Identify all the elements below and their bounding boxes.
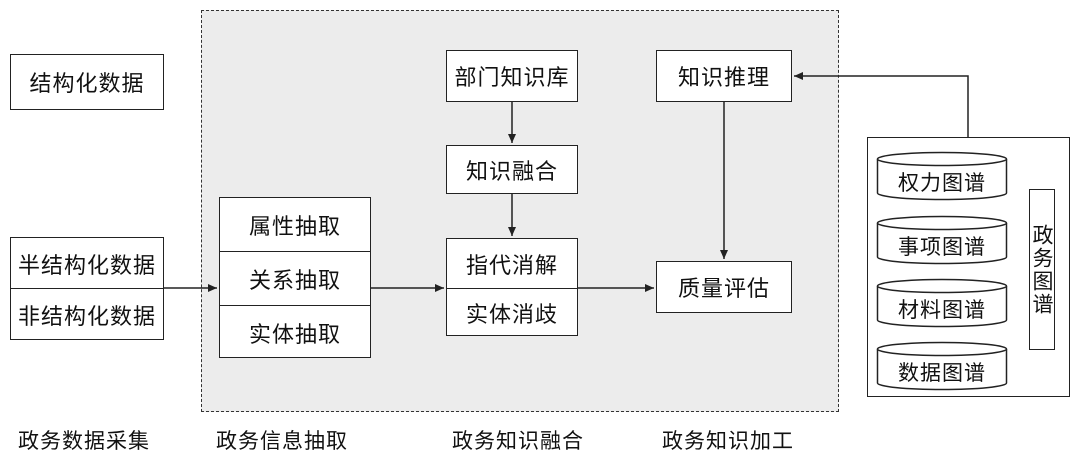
attribute-extraction-cell: 属性抽取 — [220, 198, 370, 251]
cylinder-icon — [876, 215, 1008, 265]
government-graph-label: 政务图谱 — [1030, 223, 1054, 316]
resolution-divider — [447, 288, 577, 289]
structured-data-label: 结构化数据 — [29, 72, 145, 97]
coreference-cell: 指代消解 — [447, 239, 577, 288]
department-kb-box: 部门知识库 — [446, 50, 578, 102]
disambiguation-label: 实体消歧 — [465, 302, 558, 328]
structured-data-box: 结构化数据 — [10, 54, 164, 110]
quality-assessment-box: 质量评估 — [656, 261, 792, 313]
quality-assessment-label: 质量评估 — [677, 277, 770, 302]
entity-extraction-cell: 实体抽取 — [220, 306, 370, 359]
matter-graph-cylinder: 事项图谱 — [876, 215, 1008, 265]
power-graph-cylinder: 权力图谱 — [876, 151, 1008, 201]
relation-extraction-label: 关系抽取 — [248, 268, 341, 294]
entity-extraction-label: 实体抽取 — [248, 322, 341, 348]
material-graph-cylinder: 材料图谱 — [876, 278, 1008, 328]
semi-unstructured-stack: 半结构化数据 非结构化数据 — [10, 237, 164, 340]
cylinder-icon — [876, 341, 1008, 391]
extraction-stack: 属性抽取 关系抽取 实体抽取 — [219, 197, 371, 358]
knowledge-reasoning-label: 知识推理 — [677, 66, 770, 91]
unstructured-cell: 非结构化数据 — [11, 289, 163, 341]
cylinder-icon — [876, 278, 1008, 328]
caption-knowledge-processing: 政务知识加工 — [662, 429, 794, 453]
caption-knowledge-fusion: 政务知识融合 — [452, 429, 584, 453]
knowledge-reasoning-box: 知识推理 — [656, 50, 792, 102]
data-graph-cylinder: 数据图谱 — [876, 341, 1008, 391]
knowledge-fusion-box: 知识融合 — [446, 145, 578, 194]
matter-graph-label: 事项图谱 — [898, 235, 986, 259]
material-graph-label: 材料图谱 — [898, 298, 986, 322]
knowledge-fusion-label: 知识融合 — [465, 159, 558, 185]
semi-structured-label: 半结构化数据 — [17, 253, 156, 279]
data-graph-label: 数据图谱 — [898, 361, 986, 385]
government-graph-label-box: 政务图谱 — [1029, 189, 1055, 350]
coreference-label: 指代消解 — [465, 253, 558, 279]
arrow-graph-to-reasoning — [794, 72, 969, 137]
caption-info-extraction: 政务信息抽取 — [216, 429, 348, 453]
resolution-stack: 指代消解 实体消歧 — [446, 238, 578, 336]
attribute-extraction-label: 属性抽取 — [248, 214, 341, 240]
power-graph-label: 权力图谱 — [898, 171, 986, 195]
unstructured-label: 非结构化数据 — [17, 305, 156, 330]
department-kb-label: 部门知识库 — [454, 66, 570, 91]
stack-divider — [11, 288, 163, 289]
relation-extraction-cell: 关系抽取 — [220, 252, 370, 305]
semi-structured-cell: 半结构化数据 — [11, 238, 163, 289]
extraction-divider-2 — [220, 305, 370, 306]
caption-data-collection: 政务数据采集 — [18, 429, 150, 453]
disambiguation-cell: 实体消歧 — [447, 288, 577, 337]
extraction-divider-1 — [220, 251, 370, 252]
cylinder-icon — [876, 151, 1008, 201]
